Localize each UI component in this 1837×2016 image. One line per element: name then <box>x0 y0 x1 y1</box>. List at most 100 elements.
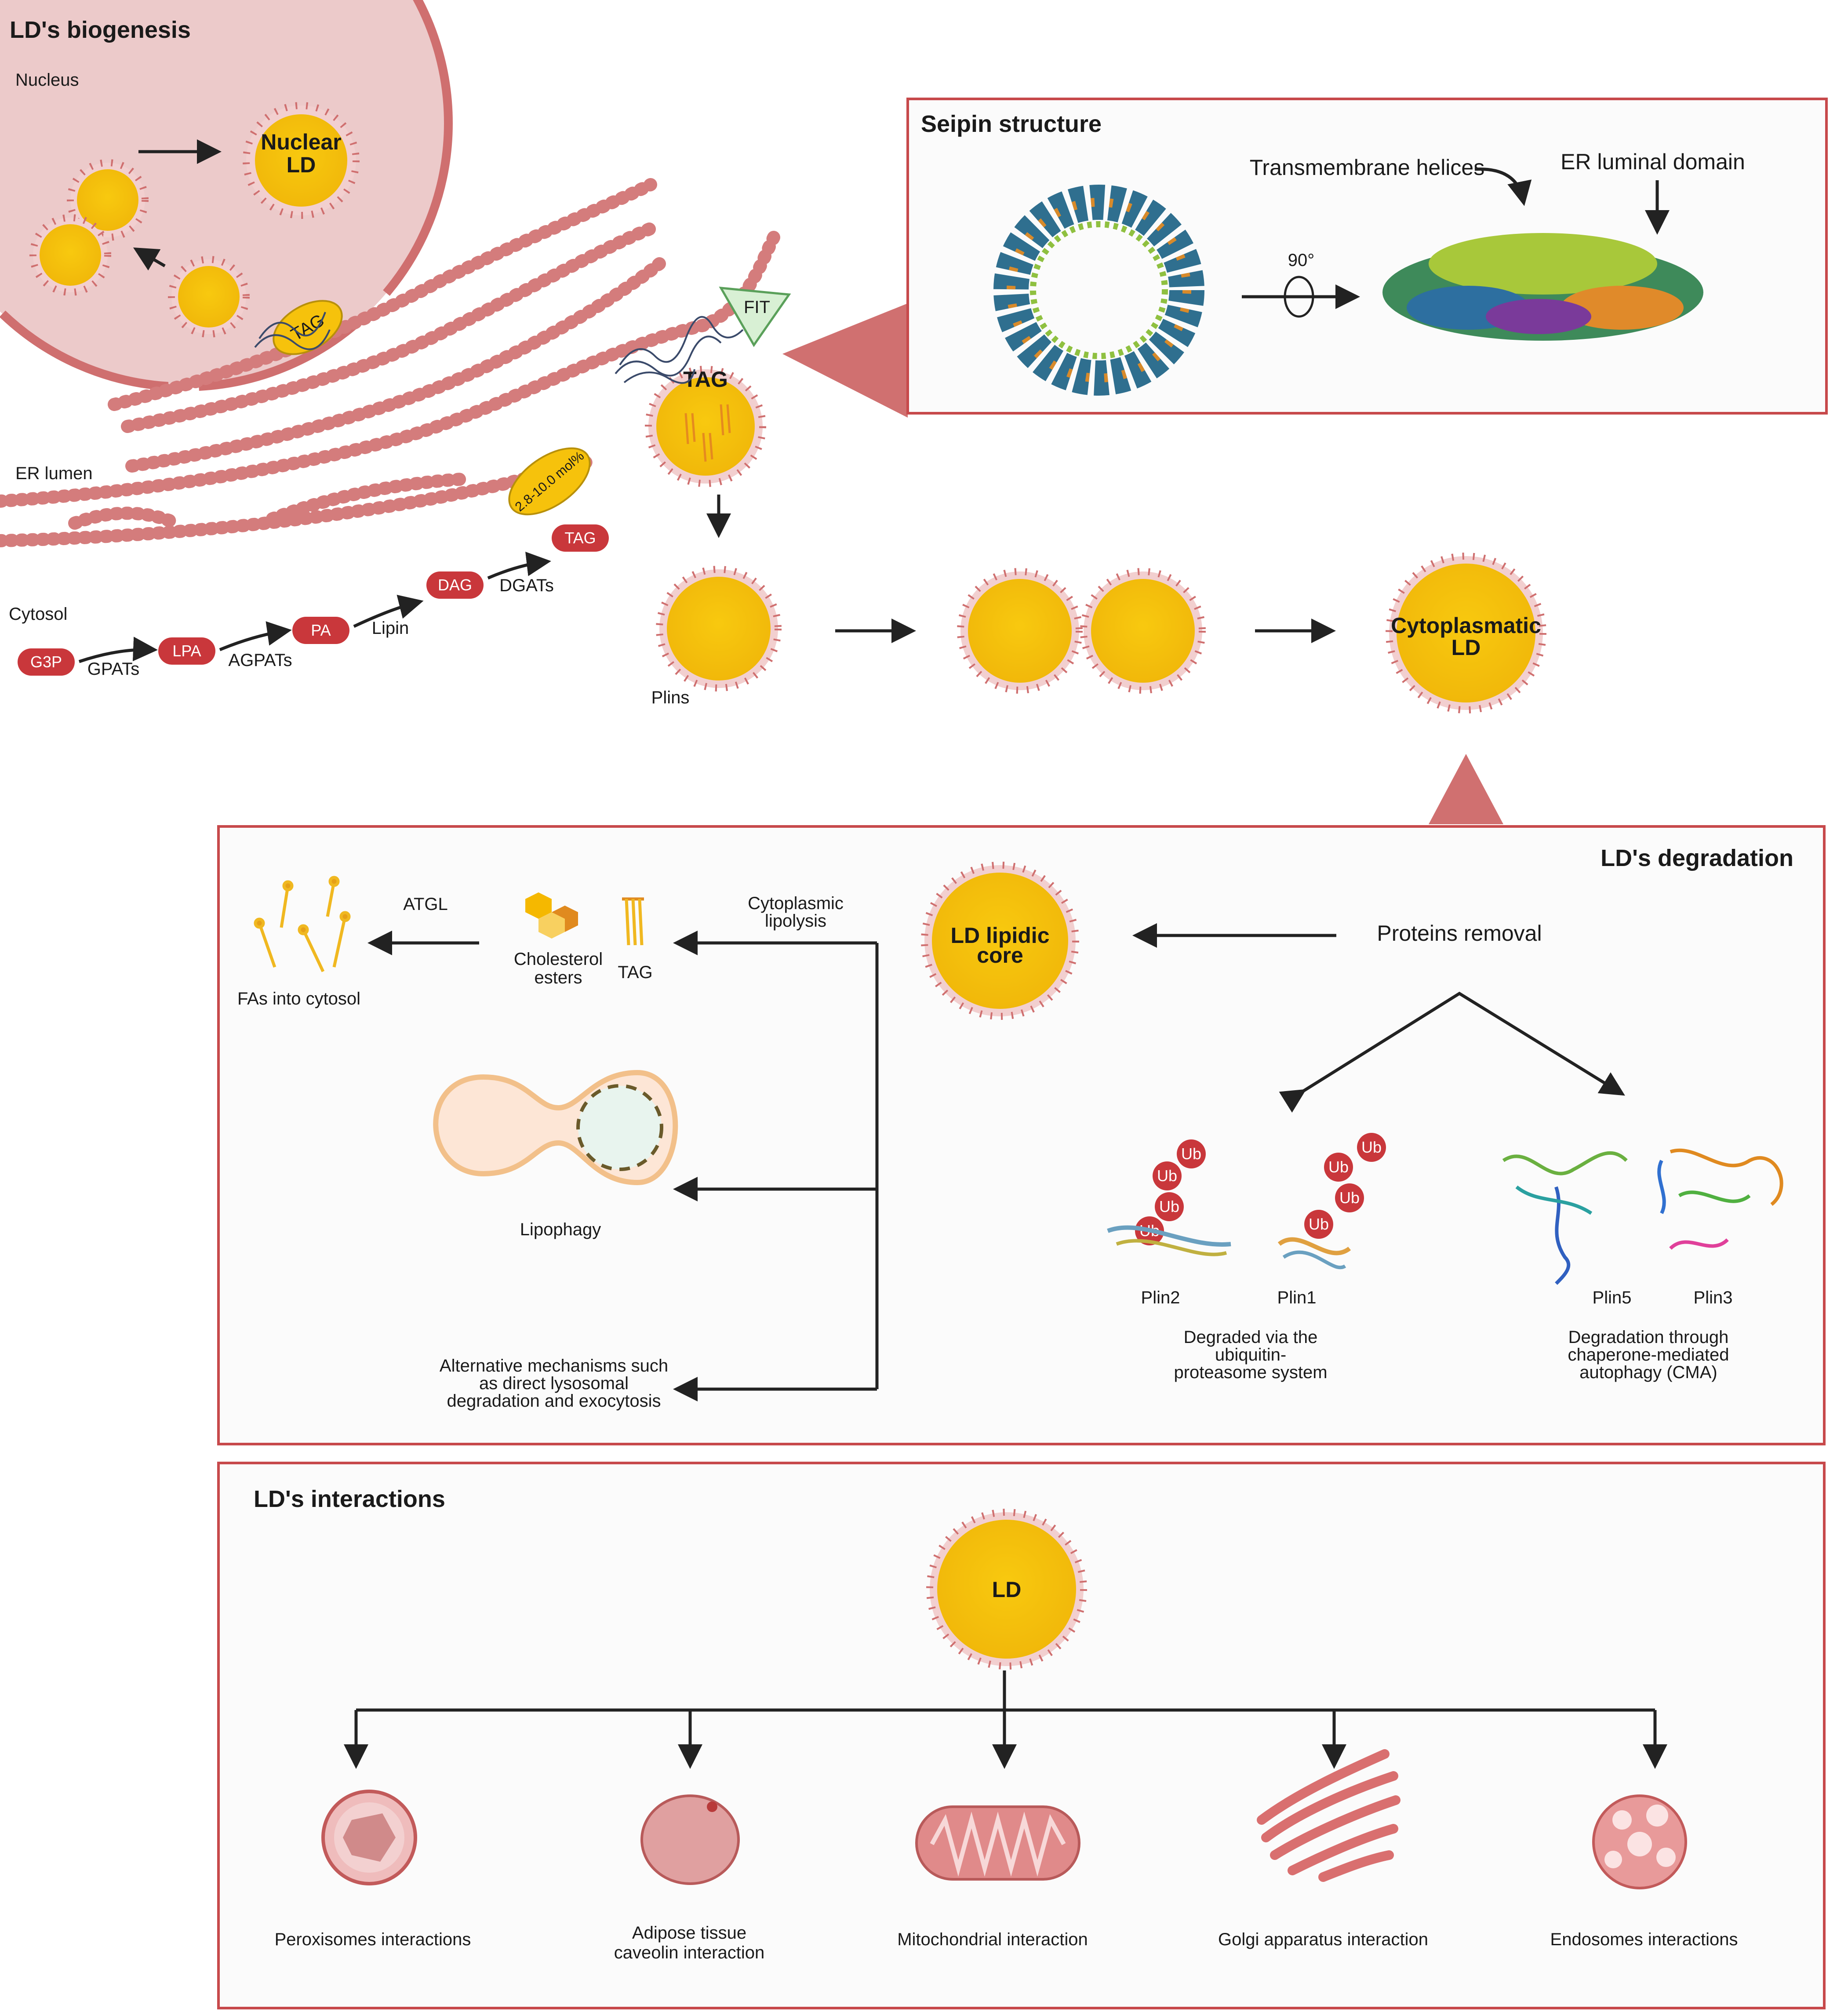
seipin-box <box>906 98 1828 415</box>
budding-ld: TAG <box>645 366 766 487</box>
nucleus-label: Nucleus <box>15 70 79 90</box>
seipin-title: Seipin structure <box>921 111 1102 137</box>
degradation-pointer <box>1429 754 1503 824</box>
alt-label-3: degradation and exocytosis <box>447 1391 661 1411</box>
golgi-label: Golgi apparatus interaction <box>1218 1930 1428 1949</box>
cyto-ld-label-1: Cytoplasmatic <box>1391 613 1541 638</box>
interactions-ld: LD <box>926 1509 1087 1670</box>
plin1-label: Plin1 <box>1277 1288 1317 1307</box>
ld-lipidic-core: LD lipidic core <box>921 862 1079 1020</box>
proteins-removal-split <box>1279 991 1625 1113</box>
plins-label: Plins <box>651 688 690 707</box>
cma-label-3: autophagy (CMA) <box>1579 1363 1717 1382</box>
seipin-panel: Seipin structure 90° Transmembrane helic… <box>782 98 1828 418</box>
interactions-tree <box>344 1670 1667 1769</box>
interactions-title: LD's interactions <box>254 1486 445 1512</box>
svg-text:Ub: Ub <box>1181 1145 1201 1163</box>
ld-maturation: Plins Cytoplasmatic LD <box>651 553 1546 713</box>
dgats-label: DGATs <box>499 576 554 595</box>
plin5-label: Plin5 <box>1593 1288 1632 1307</box>
degradation-title: LD's degradation <box>1601 845 1793 871</box>
er-lumen-label: ER lumen <box>15 464 93 483</box>
pa-pill: PA <box>311 621 331 639</box>
svg-text:Ub: Ub <box>1309 1215 1329 1233</box>
transmembrane-arrow <box>1474 167 1532 206</box>
mitochondrion-icon <box>915 1805 1080 1881</box>
fas-icon <box>254 876 351 972</box>
adipose-label-2: caveolin interaction <box>614 1943 764 1962</box>
core-label-2: core <box>977 943 1023 968</box>
transmembrane-label: Transmembrane helices <box>1250 155 1484 180</box>
ups-label-1: Degraded via the <box>1184 1328 1318 1347</box>
lipin-label: Lipin <box>372 619 409 638</box>
peroxisome-icon <box>321 1790 417 1885</box>
plin3-label: Plin3 <box>1694 1288 1733 1307</box>
ub-chain-plin2: Ub Ub Ub Ub <box>1107 1139 1231 1256</box>
interactions-panel: LD's interactions LD <box>217 1462 1826 2009</box>
rotation-label: 90° <box>1288 251 1315 270</box>
ups-label-2: ubiquitin- <box>1215 1345 1286 1365</box>
alt-label-1: Alternative mechanisms such <box>440 1356 668 1376</box>
interactions-ld-label: LD <box>992 1577 1022 1602</box>
nuclear-ld-label-2: LD <box>287 153 316 177</box>
luminal-label: ER luminal domain <box>1561 149 1745 174</box>
seipin-side-view <box>1382 233 1703 341</box>
ub-chain-plin1: Ub Ub Ub Ub <box>1277 1133 1386 1270</box>
peroxisomes-label: Peroxisomes interactions <box>275 1930 471 1949</box>
seipin-pointer <box>782 303 908 418</box>
svg-text:Ub: Ub <box>1328 1158 1349 1176</box>
atgl-label: ATGL <box>403 895 448 914</box>
seipin-complex <box>254 312 744 384</box>
cma-label-2: chaperone-mediated <box>1568 1345 1729 1365</box>
nuclear-small-lds <box>29 159 250 338</box>
cma-label-1: Degradation through <box>1568 1328 1729 1347</box>
ups-label-3: proteasome system <box>1174 1363 1327 1382</box>
endosome-icon <box>1592 1794 1687 1889</box>
alt-label-2: as direct lysosomal <box>479 1374 629 1393</box>
biogenesis-section: LD's biogenesis Nucleus Nuclear LD <box>0 0 1546 713</box>
plin2-label: Plin2 <box>1141 1288 1180 1307</box>
rotation-icon <box>1284 276 1314 318</box>
nucleus <box>0 0 453 391</box>
cholesterol-icon <box>525 892 578 939</box>
mitochondrial-label: Mitochondrial interaction <box>897 1930 1088 1949</box>
biogenesis-title: LD's biogenesis <box>10 17 191 43</box>
tag-pathway: G3P GPATs LPA AGPATs PA Lipin DAG DGATs … <box>18 524 609 679</box>
lipophagy-icon <box>433 1070 678 1186</box>
core-label-1: LD lipidic <box>951 923 1050 948</box>
endosomes-label: Endosomes interactions <box>1550 1930 1738 1949</box>
agpats-label: AGPATs <box>228 651 292 670</box>
adipose-label-1: Adipose tissue <box>632 1923 746 1943</box>
proteins-removal-label: Proteins removal <box>1377 921 1542 946</box>
svg-text:Ub: Ub <box>1157 1167 1177 1185</box>
dag-pill: DAG <box>438 576 472 594</box>
svg-text:Ub: Ub <box>1159 1197 1179 1215</box>
nuclear-ld: Nuclear LD <box>243 102 360 219</box>
fit-protein: FIT <box>719 287 791 347</box>
golgi-icon <box>1257 1749 1400 1882</box>
fas-label: FAs into cytosol <box>237 989 360 1008</box>
g3p-pill: G3P <box>30 653 62 671</box>
cyto-lipolysis-label-2: lipolysis <box>765 911 826 931</box>
fit-label: FIT <box>744 298 770 317</box>
cholesterol-label-1: Cholesterol <box>514 950 603 969</box>
svg-text:Ub: Ub <box>1361 1138 1382 1156</box>
svg-text:Ub: Ub <box>1339 1189 1360 1207</box>
arrow-fusion <box>133 247 166 271</box>
plin3-structure <box>1657 1148 1783 1250</box>
cholesterol-label-2: esters <box>535 968 582 987</box>
lpa-pill: LPA <box>172 642 201 660</box>
tag-label: TAG <box>618 963 652 982</box>
seipin-top-view <box>993 185 1204 396</box>
cyto-lipolysis-label-1: Cytoplasmic <box>748 894 844 913</box>
degradation-branches <box>673 931 879 1401</box>
nuclear-ld-label-1: Nuclear <box>261 130 341 154</box>
adipose-cell-icon <box>640 1794 740 1885</box>
gpats-label: GPATs <box>87 659 140 679</box>
lipophagy-label: Lipophagy <box>520 1220 601 1239</box>
cytosol-label: Cytosol <box>9 604 67 624</box>
tag-icon <box>622 897 644 946</box>
cyto-ld-label-2: LD <box>1451 635 1481 660</box>
tag-pill: TAG <box>564 529 596 547</box>
